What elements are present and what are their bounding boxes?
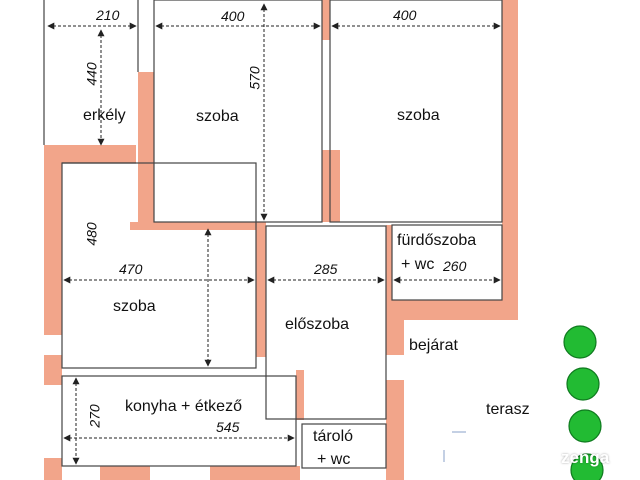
outline-storage <box>301 423 387 469</box>
wall-segment <box>44 458 62 480</box>
walls <box>44 0 518 480</box>
zenga-logo-icon <box>544 452 558 466</box>
wall-segment <box>256 222 266 357</box>
wall-segment <box>386 380 404 480</box>
entrance-marks <box>443 431 466 462</box>
tree-icon <box>563 325 597 359</box>
room-label-szoba-top-right: szoba <box>397 107 440 124</box>
watermark: zenga <box>544 448 609 468</box>
outline-bathroom <box>391 224 503 301</box>
room-label-terasz: terasz <box>486 401 530 418</box>
dim-label-erkely-width: 210 <box>96 7 120 23</box>
room-label-tarolo-wc: + wc <box>317 451 351 468</box>
room-label-szoba-mid: szoba <box>113 298 156 315</box>
wall-segment <box>130 222 262 230</box>
outline-room-top-left <box>153 0 323 223</box>
dim-label-top-right-width: 400 <box>393 7 417 23</box>
wall-segment <box>322 0 330 40</box>
room-label-furdoszoba: fürdőszoba <box>397 232 477 249</box>
tree-icon <box>568 409 602 443</box>
dim-label-kitchen-width: 545 <box>216 419 240 435</box>
tree-icon <box>570 453 604 480</box>
outline-room-top-right <box>329 0 503 223</box>
wall-segment <box>322 150 340 222</box>
wall-segment <box>138 72 154 222</box>
trees <box>563 325 604 480</box>
dimension-lines <box>47 3 501 465</box>
room-label-konyha: konyha + étkező <box>125 398 242 415</box>
wall-segment <box>296 370 304 420</box>
wall-segment <box>44 355 62 385</box>
room-outlines <box>43 0 503 469</box>
watermark-text: zenga <box>561 448 610 467</box>
wall-segment <box>386 320 404 355</box>
room-label-eloszoba: előszoba <box>285 316 350 333</box>
tree-icon <box>566 367 600 401</box>
wall-segment <box>44 145 62 335</box>
dim-label-hall-width: 285 <box>314 261 338 277</box>
outline-hall <box>265 225 387 420</box>
wall-segment <box>502 0 518 305</box>
wall-segment <box>386 225 392 300</box>
room-label-erkely: erkély <box>83 107 126 124</box>
outline-room-mid <box>61 162 257 369</box>
wall-segment <box>100 466 150 480</box>
room-label-szoba-top-left: szoba <box>196 108 239 125</box>
room-label-tarolo: tároló <box>313 428 354 445</box>
dim-label-mid-height: 480 <box>83 222 100 246</box>
wall-segment <box>210 466 300 480</box>
dim-label-erkely-height: 440 <box>83 62 100 86</box>
dim-label-mid-width: 470 <box>119 261 143 277</box>
wall-segment <box>44 145 136 163</box>
room-label-bejarat: bejárat <box>409 337 458 354</box>
dim-label-kitchen-height: 270 <box>86 404 103 428</box>
dim-label-bath-width: 260 <box>443 258 467 274</box>
dim-label-top-left-height: 570 <box>246 66 263 90</box>
wall-segment <box>386 300 518 320</box>
outline-kitchen <box>61 375 297 467</box>
dim-label-top-left-width: 400 <box>221 8 245 24</box>
room-label-furdoszoba-wc: + wc <box>401 256 435 273</box>
